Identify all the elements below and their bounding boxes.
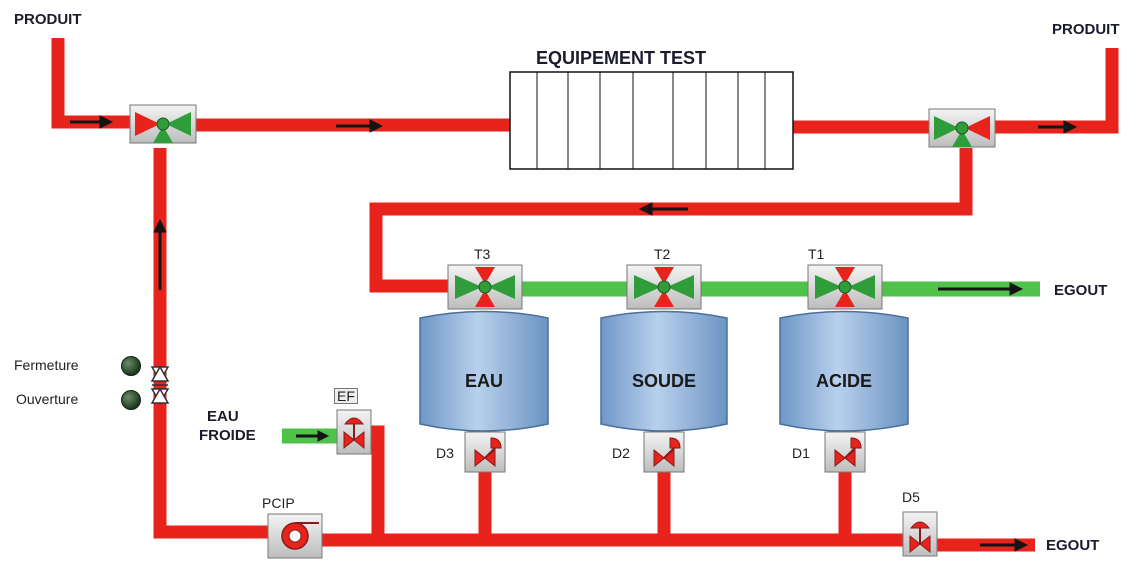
- arrow-outlet: [1038, 120, 1078, 134]
- equipment-test[interactable]: [509, 71, 794, 170]
- arrow-eau-froide: [296, 430, 330, 442]
- arrow-up-supply: [153, 218, 167, 290]
- eau-froide-label-line2: FROIDE: [199, 427, 256, 444]
- t2-label: T2: [654, 246, 671, 262]
- arrow-return: [638, 202, 688, 216]
- product-outlet-pipe: [990, 48, 1119, 134]
- pcip-label: PCIP: [262, 495, 295, 511]
- t3-label: T3: [474, 246, 491, 262]
- valve-d2[interactable]: [643, 431, 685, 473]
- tank-acide[interactable]: [779, 310, 909, 432]
- t1-label: T1: [808, 246, 825, 262]
- fermeture-label: Fermeture: [14, 357, 79, 373]
- d1-label: D1: [792, 445, 810, 461]
- equipement-test-title: EQUIPEMENT TEST: [536, 48, 707, 68]
- valve-t2[interactable]: [626, 264, 702, 310]
- tank-soude[interactable]: [600, 310, 728, 432]
- tank-soude-label: SOUDE: [631, 371, 696, 391]
- manual-isolation-valve[interactable]: [150, 365, 170, 405]
- valve-ef[interactable]: [336, 409, 372, 455]
- ef-label: EF: [334, 388, 358, 404]
- flow-arrows: [70, 115, 1078, 552]
- valve-t3[interactable]: [447, 264, 523, 310]
- egout-bottom-label: EGOUT: [1046, 537, 1100, 554]
- tank-eau-label: EAU: [464, 371, 503, 391]
- arrow-inlet: [70, 115, 114, 129]
- produit-inlet-label: PRODUIT: [14, 11, 82, 28]
- arrow-egout-bottom: [980, 538, 1029, 552]
- arrow-main: [336, 119, 384, 133]
- ouverture-label: Ouverture: [16, 391, 79, 407]
- three-way-valve-outlet[interactable]: [928, 108, 996, 148]
- product-inlet-pipe: [51, 38, 135, 129]
- ouverture-indicator-led[interactable]: [121, 390, 141, 410]
- return-line-to-t3: [369, 148, 973, 293]
- valve-d1[interactable]: [824, 431, 866, 473]
- fermeture-indicator-led[interactable]: [121, 356, 141, 376]
- pump-pcip[interactable]: [267, 513, 323, 559]
- tank-eau[interactable]: [419, 310, 549, 432]
- valve-d3[interactable]: [464, 431, 506, 473]
- produit-outlet-label: PRODUIT: [1052, 21, 1120, 38]
- egout-top-label: EGOUT: [1054, 282, 1108, 299]
- valve-t1[interactable]: [807, 264, 883, 310]
- d2-label: D2: [612, 445, 630, 461]
- valve-d5[interactable]: [902, 511, 938, 557]
- arrow-egout-top: [938, 282, 1024, 296]
- d5-label: D5: [902, 489, 920, 505]
- tank-acide-label: ACIDE: [815, 371, 872, 391]
- eau-froide-label-line1: EAU: [207, 408, 239, 425]
- d3-label: D3: [436, 445, 454, 461]
- three-way-valve-inlet[interactable]: [129, 104, 197, 144]
- cip-supply-vertical: [153, 148, 272, 539]
